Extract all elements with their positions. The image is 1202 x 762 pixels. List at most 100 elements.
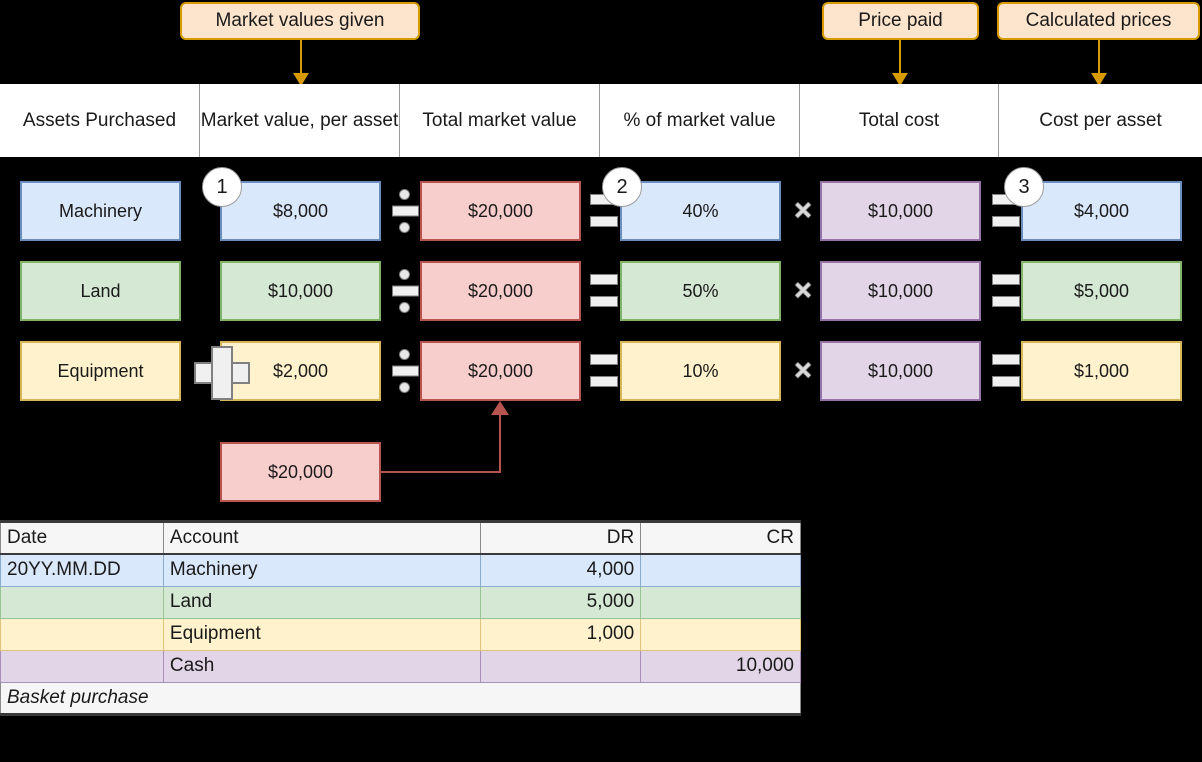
journal-header-date: Date (0, 520, 164, 555)
divide-icon (392, 269, 419, 313)
badge-label: 1 (216, 175, 228, 198)
header-label: Total cost (858, 109, 940, 131)
total-cost-cell-machinery: $10,000 (820, 181, 981, 241)
callout-label: Market values given (215, 10, 385, 31)
journal-header-account: Account (162, 520, 482, 555)
journal-cell-cr (640, 553, 801, 587)
journal-header-row: Date Account DR CR (0, 520, 801, 555)
cell-value: $10,000 (867, 280, 934, 301)
cost-per-asset-cell-machinery: $4,000 (1021, 181, 1182, 241)
badge-label: 2 (616, 175, 628, 198)
cell-value: $2,000 (272, 360, 329, 381)
market-value-cell-equipment: $2,000 (220, 341, 381, 401)
cell-value: $20,000 (467, 200, 534, 221)
cell-value: $10,000 (867, 360, 934, 381)
divide-icon (392, 189, 419, 233)
header-label: % of market value (623, 109, 776, 131)
journal-cell-dr: 5,000 (480, 585, 642, 619)
journal-cell-account: Equipment (162, 617, 482, 651)
market-value-cell-machinery: $8,000 (220, 181, 381, 241)
header-label: Market value, per asset (200, 109, 399, 131)
multiply-glyph: × (794, 194, 812, 227)
header-assets-purchased: Assets Purchased (0, 84, 200, 157)
header-label: Assets Purchased (22, 109, 177, 131)
pct-cell-land: 50% (620, 261, 781, 321)
equals-icon (590, 354, 618, 387)
callout-arrow-calculated-prices (1091, 40, 1107, 86)
multiply-glyph: × (794, 354, 812, 387)
journal-cell-cr: 10,000 (640, 649, 801, 683)
connector-horizontal-segment (381, 471, 501, 473)
callout-calculated-prices: Calculated prices (997, 2, 1200, 40)
step-badge-2: 2 (602, 167, 642, 207)
plus-icon (194, 346, 250, 400)
header-cost-per-asset: Cost per asset (999, 84, 1202, 157)
asset-name-cell-equipment: Equipment (20, 341, 181, 401)
journal-cell-dr: 4,000 (480, 553, 642, 587)
journal-cell-cr (640, 617, 801, 651)
journal-entry-table: Date Account DR CR 20YY.MM.DD Machinery … (0, 520, 801, 716)
cell-value: $4,000 (1073, 200, 1130, 221)
header-total-cost: Total cost (800, 84, 999, 157)
asset-name-cell-land: Land (20, 261, 181, 321)
table-row: 20YY.MM.DD Machinery 4,000 (0, 553, 801, 587)
cell-value: 10% (682, 360, 719, 381)
multiply-icon: × (789, 276, 817, 306)
journal-cell-date (0, 617, 164, 651)
market-value-cell-land: $10,000 (220, 261, 381, 321)
callout-label: Price paid (858, 10, 943, 31)
connector-vertical-segment (499, 415, 501, 473)
cell-value: 50% (682, 280, 719, 301)
badge-label: 3 (1018, 175, 1030, 198)
header-market-value-per-asset: Market value, per asset (200, 84, 400, 157)
journal-cell-dr: 1,000 (480, 617, 642, 651)
callout-arrow-price-paid (892, 40, 908, 86)
cell-value: $8,000 (272, 200, 329, 221)
header-label: Total market value (422, 109, 577, 131)
equals-icon (992, 354, 1020, 387)
cell-value: $10,000 (867, 200, 934, 221)
cell-value: $20,000 (267, 461, 334, 482)
journal-cell-cr (640, 585, 801, 619)
total-market-value-cell-land: $20,000 (420, 261, 581, 321)
column-header-row: Assets Purchased Market value, per asset… (0, 84, 1202, 157)
equals-icon (590, 274, 618, 307)
cell-value: Equipment (57, 360, 144, 381)
multiply-icon: × (789, 356, 817, 386)
journal-cell-account: Machinery (162, 553, 482, 587)
table-row: Equipment 1,000 (0, 617, 801, 651)
journal-cell-dr (480, 649, 642, 683)
journal-cell-date (0, 649, 164, 683)
cell-value: Machinery (58, 200, 143, 221)
pct-cell-machinery: 40% (620, 181, 781, 241)
cell-value: 40% (682, 200, 719, 221)
step-badge-3: 3 (1004, 167, 1044, 207)
multiply-icon: × (789, 196, 817, 226)
header-total-market-value: Total market value (400, 84, 600, 157)
table-row: Land 5,000 (0, 585, 801, 619)
cell-value: $20,000 (467, 280, 534, 301)
divide-icon (392, 349, 419, 393)
pct-cell-equipment: 10% (620, 341, 781, 401)
connector-arrowhead (491, 401, 509, 415)
total-market-value-cell-machinery: $20,000 (420, 181, 581, 241)
sum-total-market-value-box: $20,000 (220, 442, 381, 502)
journal-cell-account: Cash (162, 649, 482, 683)
cell-value: Land (80, 280, 121, 301)
journal-header-cr: CR (640, 520, 801, 555)
total-cost-cell-land: $10,000 (820, 261, 981, 321)
asset-name-cell-machinery: Machinery (20, 181, 181, 241)
callout-arrow-market-values (293, 40, 309, 86)
cell-value: $20,000 (467, 360, 534, 381)
equals-icon (992, 274, 1020, 307)
journal-memo-row: Basket purchase (0, 681, 801, 716)
journal-cell-date (0, 585, 164, 619)
callout-label: Calculated prices (1025, 10, 1172, 31)
cell-value: $5,000 (1073, 280, 1130, 301)
cell-value: $1,000 (1073, 360, 1130, 381)
cost-per-asset-cell-land: $5,000 (1021, 261, 1182, 321)
step-badge-1: 1 (202, 167, 242, 207)
table-row: Cash 10,000 (0, 649, 801, 683)
header-pct-of-market-value: % of market value (600, 84, 800, 157)
journal-memo: Basket purchase (0, 681, 801, 716)
